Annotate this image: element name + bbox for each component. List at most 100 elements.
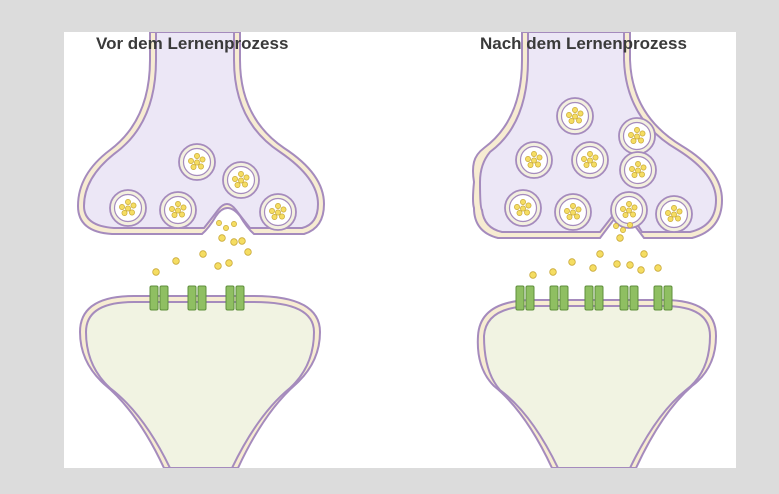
synaptic-vesicle (656, 196, 692, 232)
neurotransmitter-dot (591, 162, 596, 167)
neurotransmitter-dot (587, 151, 592, 156)
released-neurotransmitter (550, 269, 557, 276)
neurotransmitter-dot (191, 164, 196, 169)
released-neurotransmitter (215, 263, 222, 270)
released-neurotransmitter (200, 251, 207, 258)
neurotransmitter-dot (537, 155, 542, 160)
neurotransmitter-dot (125, 206, 130, 211)
neurotransmitter-dot (572, 114, 577, 119)
neurotransmitter-dot (131, 203, 136, 208)
neurotransmitter-dot (632, 205, 637, 210)
neurotransmitter-dot (675, 216, 680, 221)
neurotransmitters-before (153, 235, 252, 276)
released-neurotransmitter (231, 239, 238, 246)
neurotransmitter-dot (279, 214, 284, 219)
neurotransmitter-dot (638, 138, 643, 143)
neurotransmitter-dot (639, 172, 644, 177)
neurotransmitter-dot (525, 156, 530, 161)
neurotransmitter-dot (119, 204, 124, 209)
neurotransmitter-dot (232, 176, 237, 181)
neurotransmitter-dot (564, 208, 569, 213)
neurotransmitter-dot (632, 172, 637, 177)
neurotransmitter-dot (244, 175, 249, 180)
neurotransmitter-dot (587, 158, 592, 163)
neurotransmitter-dot (668, 216, 673, 221)
neurotransmitter-dot (200, 157, 205, 162)
neurotransmitter-dot (242, 182, 247, 187)
neurotransmitter-dot (528, 162, 533, 167)
synaptic-vesicle (516, 142, 552, 178)
neurotransmitter-dot (281, 207, 286, 212)
released-neurotransmitter (614, 261, 621, 268)
released-neurotransmitter (569, 259, 576, 266)
neurotransmitter-dot (623, 212, 628, 217)
synaptic-vesicle (110, 190, 146, 226)
neurotransmitter-dot (671, 212, 676, 217)
neurotransmitter-dot (634, 127, 639, 132)
synaptic-vesicle (572, 142, 608, 178)
neurotransmitter-dot (520, 206, 525, 211)
neurotransmitter-dot (129, 210, 134, 215)
released-neurotransmitter (530, 272, 537, 279)
neurotransmitter-dot (570, 203, 575, 208)
neurotransmitter-dot (122, 210, 127, 215)
neurotransmitter-dot (635, 168, 640, 173)
neurotransmitters-after (530, 235, 662, 279)
neurotransmitter-dot (584, 162, 589, 167)
neurotransmitter-dot (581, 156, 586, 161)
neurotransmitter-dot (628, 132, 633, 137)
neurotransmitter-dot (570, 210, 575, 215)
neurotransmitter-dot (640, 131, 645, 136)
neurotransmitter-dot (576, 118, 581, 123)
title-after-learning: Nach dem Lernenprozess (480, 34, 687, 54)
synaptic-vesicle (555, 194, 591, 230)
neurotransmitter-dot (671, 205, 676, 210)
neurotransmitter-dot (169, 206, 174, 211)
synaptic-vesicle (619, 118, 655, 154)
fusing-vesicle (216, 220, 236, 230)
released-neurotransmitter (245, 249, 252, 256)
postsynaptic-terminal-before (80, 286, 320, 468)
neurotransmitter-dot (626, 208, 631, 213)
neurotransmitter-dot (272, 214, 277, 219)
neurotransmitter-dot (567, 214, 572, 219)
neurotransmitter-dot (514, 204, 519, 209)
neurotransmitter-dot (620, 206, 625, 211)
presynaptic-terminal-after (473, 32, 722, 238)
released-neurotransmitter (153, 269, 160, 276)
synaptic-vesicle (223, 162, 259, 198)
neurotransmitter-dot (576, 207, 581, 212)
neurotransmitter-dot (269, 208, 274, 213)
neurotransmitter-dot (635, 161, 640, 166)
neurotransmitter-dot (593, 155, 598, 160)
synaptic-vesicle (160, 192, 196, 228)
neurotransmitter-dot (626, 201, 631, 206)
neurotransmitter-dot (275, 203, 280, 208)
neurotransmitter-dot (578, 111, 583, 116)
released-neurotransmitter (617, 235, 624, 242)
neurotransmitter-dot (175, 201, 180, 206)
neurotransmitter-dot (677, 209, 682, 214)
neurotransmitter-dot (275, 210, 280, 215)
neurotransmitter-dot (198, 164, 203, 169)
released-neurotransmitter (641, 251, 648, 258)
neurotransmitter-dot (572, 107, 577, 112)
synaptic-vesicle (557, 98, 593, 134)
neurotransmitter-dot (631, 138, 636, 143)
presynaptic-terminal-before (78, 32, 324, 234)
neurotransmitter-dot (630, 212, 635, 217)
released-neurotransmitter (597, 251, 604, 258)
released-neurotransmitter (226, 260, 233, 267)
neurotransmitter-dot (531, 158, 536, 163)
neurotransmitter-dot (629, 166, 634, 171)
neurotransmitter-dot (526, 203, 531, 208)
neurotransmitter-dot (175, 208, 180, 213)
released-neurotransmitter (590, 265, 597, 272)
synaptic-vesicle (260, 194, 296, 230)
neurotransmitter-dot (188, 158, 193, 163)
neurotransmitter-dot (535, 162, 540, 167)
released-neurotransmitter (239, 238, 246, 245)
released-neurotransmitter (655, 265, 662, 272)
neurotransmitter-dot (238, 171, 243, 176)
neurotransmitter-dot (238, 178, 243, 183)
